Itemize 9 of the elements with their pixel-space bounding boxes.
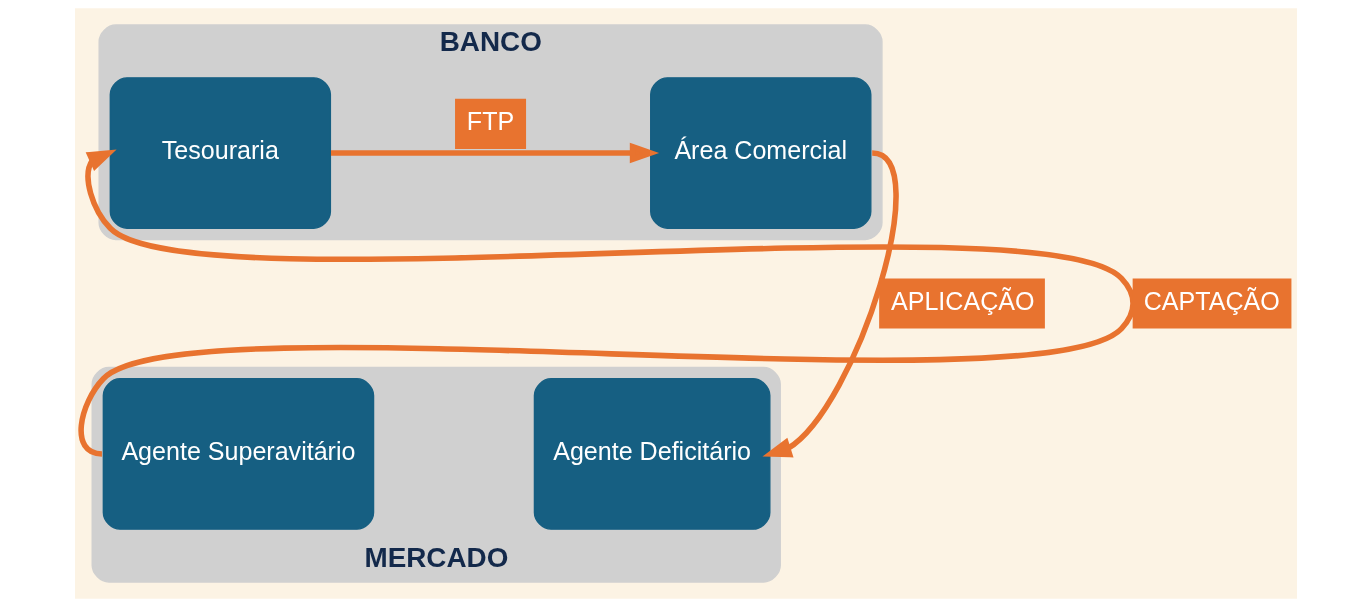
node-box: Agente Deficitário [533,378,770,530]
arrow [761,150,899,458]
edge-label: FTP [466,106,514,135]
edge-label: CAPTAÇÃO [1143,286,1280,315]
node-box: Agente Superavitário [102,378,374,530]
arrow [330,142,659,164]
edge-label: APLICAÇÃO [890,286,1034,315]
node-box: Área Comercial [649,77,871,229]
node-box: Tesouraria [109,77,331,229]
